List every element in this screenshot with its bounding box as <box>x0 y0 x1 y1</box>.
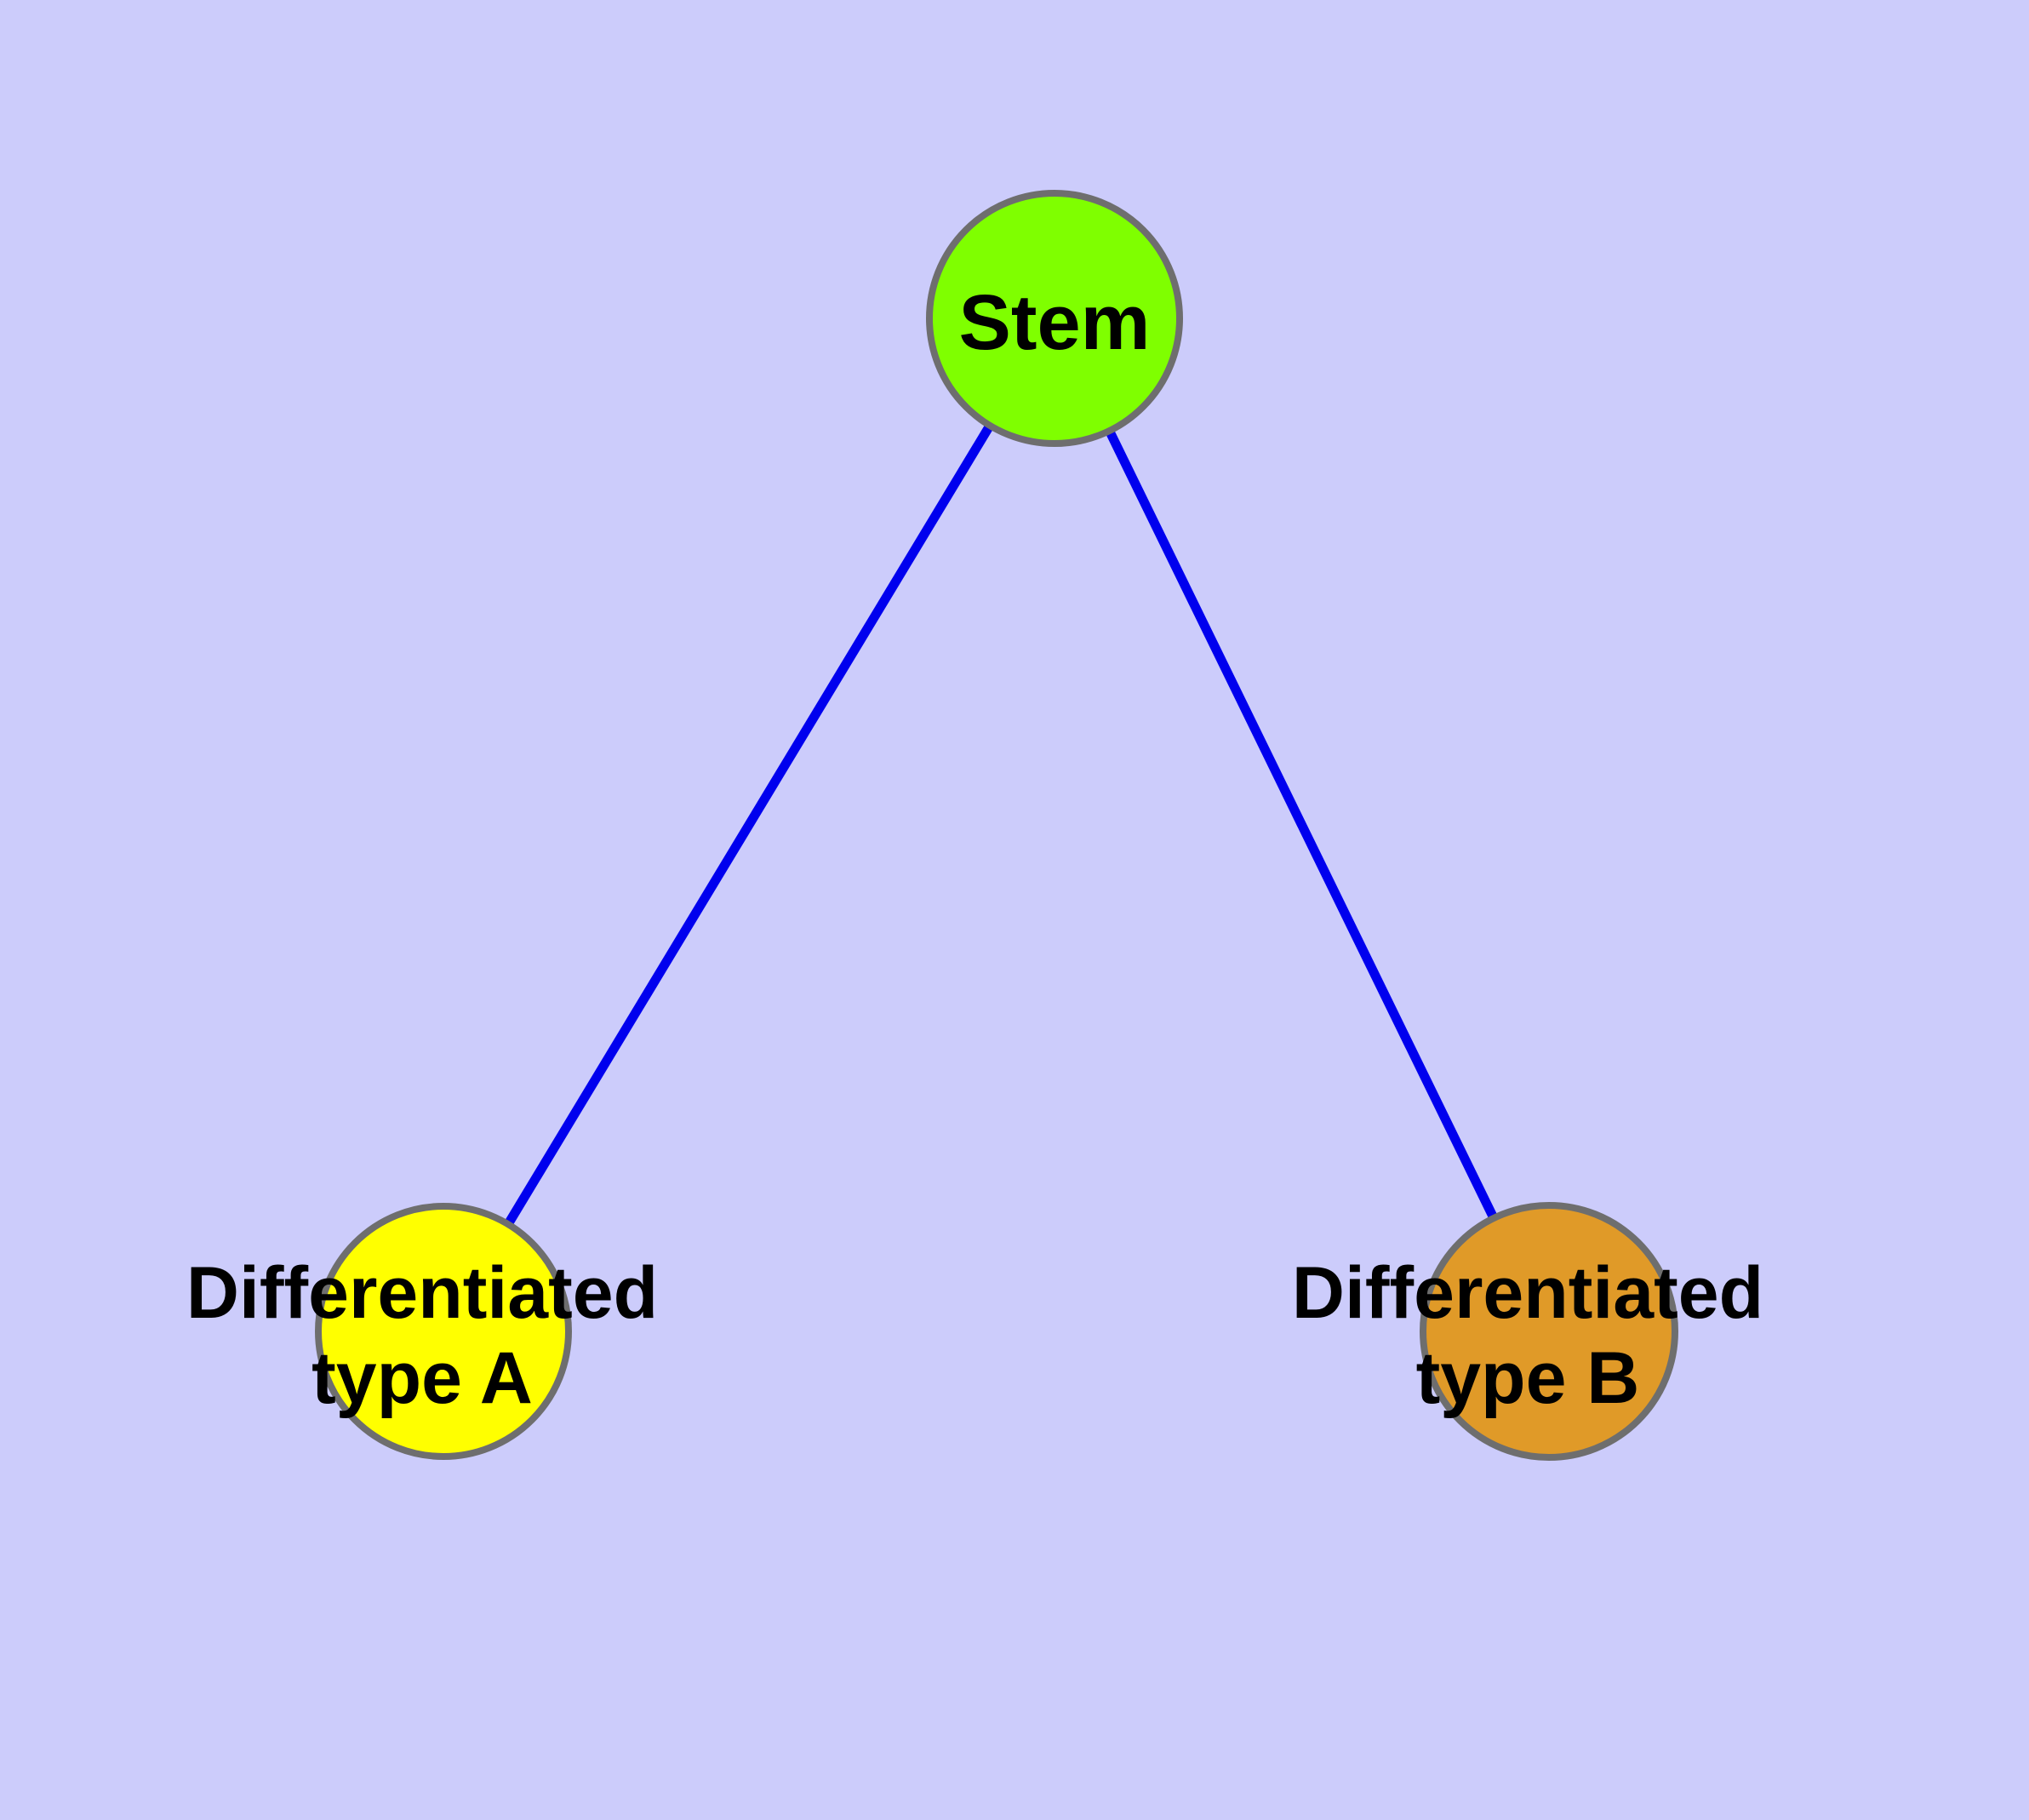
graph-node-diff-b[interactable] <box>1420 1202 1678 1461</box>
graph-node-stem[interactable] <box>926 190 1183 447</box>
node-label-line: Stem <box>959 279 1151 366</box>
node-label-line: Differentiated <box>1292 1252 1763 1334</box>
node-label-line: type B <box>1416 1337 1640 1419</box>
node-label-line: type A <box>311 1337 533 1419</box>
node-label-stem: Stem <box>959 279 1151 366</box>
node-label-line: Differentiated <box>186 1252 658 1334</box>
graph-edge[interactable] <box>1104 426 1499 1222</box>
graph-edge[interactable] <box>503 421 995 1228</box>
nodes-layer <box>315 190 1678 1461</box>
edges-layer <box>503 421 1499 1228</box>
graph-node-diff-a[interactable] <box>315 1203 572 1460</box>
